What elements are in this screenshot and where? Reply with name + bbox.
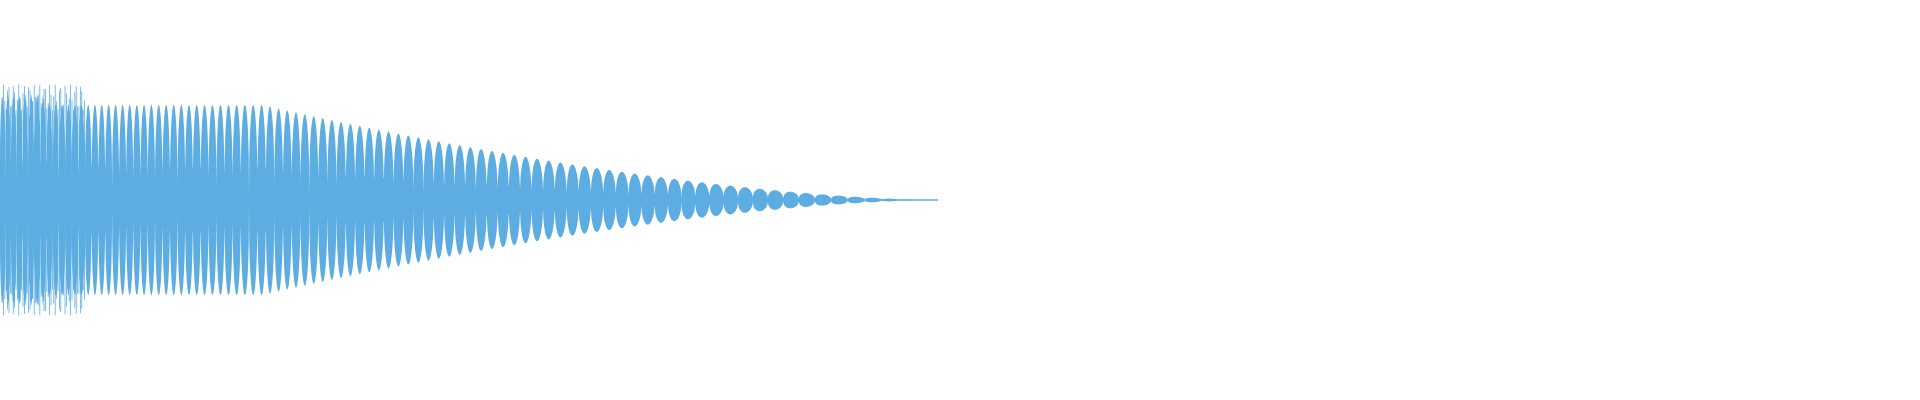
waveform-container: [0, 0, 1920, 400]
audio-waveform: [0, 0, 1920, 400]
